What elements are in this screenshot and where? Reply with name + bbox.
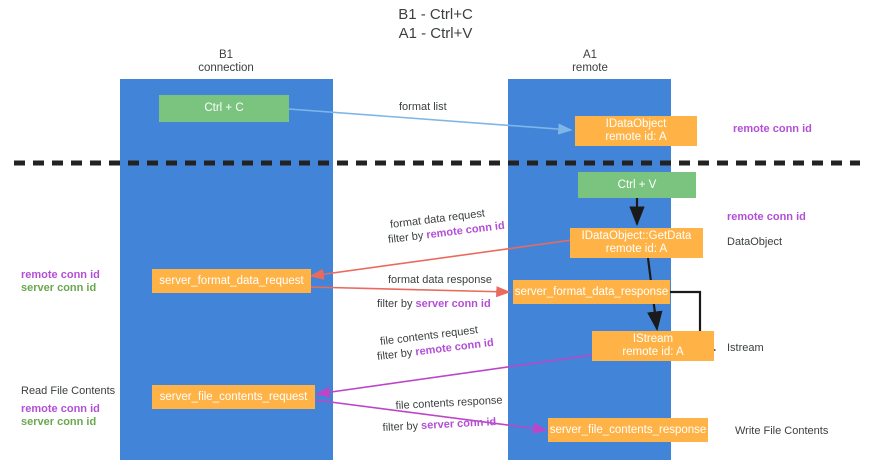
box-istream[interactable]: IStream remote id: A [592,331,714,361]
box-server-file-contents-response-label: server_file_contents_response [549,423,707,436]
left-annotation-read-file-contents: Read File Contents [21,385,116,397]
label-format-data-response-filter-key: server conn id [415,298,491,310]
column-header-b1-name: B1 [218,49,234,61]
left-annotation-server-conn-id-2: server conn id [21,416,97,428]
left-annotation-remote-conn-id-2: remote conn id [21,403,100,415]
box-ctrl-c[interactable]: Ctrl + C [159,95,289,122]
label-file-contents-response-filter: filter by server conn id [382,416,496,435]
box-server-format-data-response-label: server_format_data_response [514,285,669,298]
box-server-file-contents-request[interactable]: server_file_contents_request [152,385,315,409]
label-format-list: format list [399,101,447,113]
page-title: B1 - Ctrl+C A1 - Ctrl+V [0,5,871,43]
right-annotation-remote-conn-id-mid: remote conn id [727,211,806,223]
left-annotation-server-conn-id: server conn id [21,282,97,294]
box-server-format-data-request-label: server_format_data_request [159,274,304,287]
box-istream-label: IStream remote id: A [622,333,684,358]
box-idataobject-getdata-label: IDataObject::GetData remote id: A [581,230,692,255]
box-ctrl-v[interactable]: Ctrl + V [578,172,696,198]
box-ctrl-c-label: Ctrl + C [204,102,244,114]
label-file-contents-request-filter-prefix: filter by [376,346,417,364]
label-format-data-request-filter-prefix: filter by [387,229,428,247]
right-annotation-remote-conn-id-top: remote conn id [733,123,812,135]
box-idataobject-label: IDataObject remote id: A [605,118,667,143]
right-annotation-istream: Istream [727,342,764,354]
box-idataobject[interactable]: IDataObject remote id: A [575,116,697,146]
label-format-data-response-filter: filter by server conn id [377,298,491,311]
box-server-file-contents-request-label: server_file_contents_request [159,390,308,403]
column-header-a1-role: remote [572,62,608,74]
box-server-format-data-response[interactable]: server_format_data_response [513,280,670,304]
column-header-a1-name: A1 [582,49,598,61]
box-server-format-data-request[interactable]: server_format_data_request [152,269,311,293]
label-file-contents-response-filter-prefix: filter by [382,420,422,435]
label-format-data-response-filter-prefix: filter by [377,298,416,310]
column-header-b1-role: connection [198,62,254,74]
column-header-b1: B1 connection [146,49,306,75]
right-annotation-dataobject: DataObject [727,236,783,248]
label-format-data-response: format data response [388,274,492,286]
page-title-line2: A1 - Ctrl+V [398,25,473,42]
connector-format-data-response [309,286,511,298]
box-server-file-contents-response[interactable]: server_file_contents_response [548,418,708,442]
box-idataobject-getdata[interactable]: IDataObject::GetData remote id: A [570,228,703,258]
label-file-contents-response-filter-key: server conn id [420,416,497,432]
box-ctrl-v-label: Ctrl + V [617,178,657,191]
column-header-a1: A1 remote [510,49,670,75]
right-annotation-write-file-contents: Write File Contents [735,425,829,437]
left-annotation-remote-conn-id: remote conn id [21,269,100,281]
label-file-contents-response: file contents response [395,394,503,413]
page-title-line1: B1 - Ctrl+C [398,6,473,23]
